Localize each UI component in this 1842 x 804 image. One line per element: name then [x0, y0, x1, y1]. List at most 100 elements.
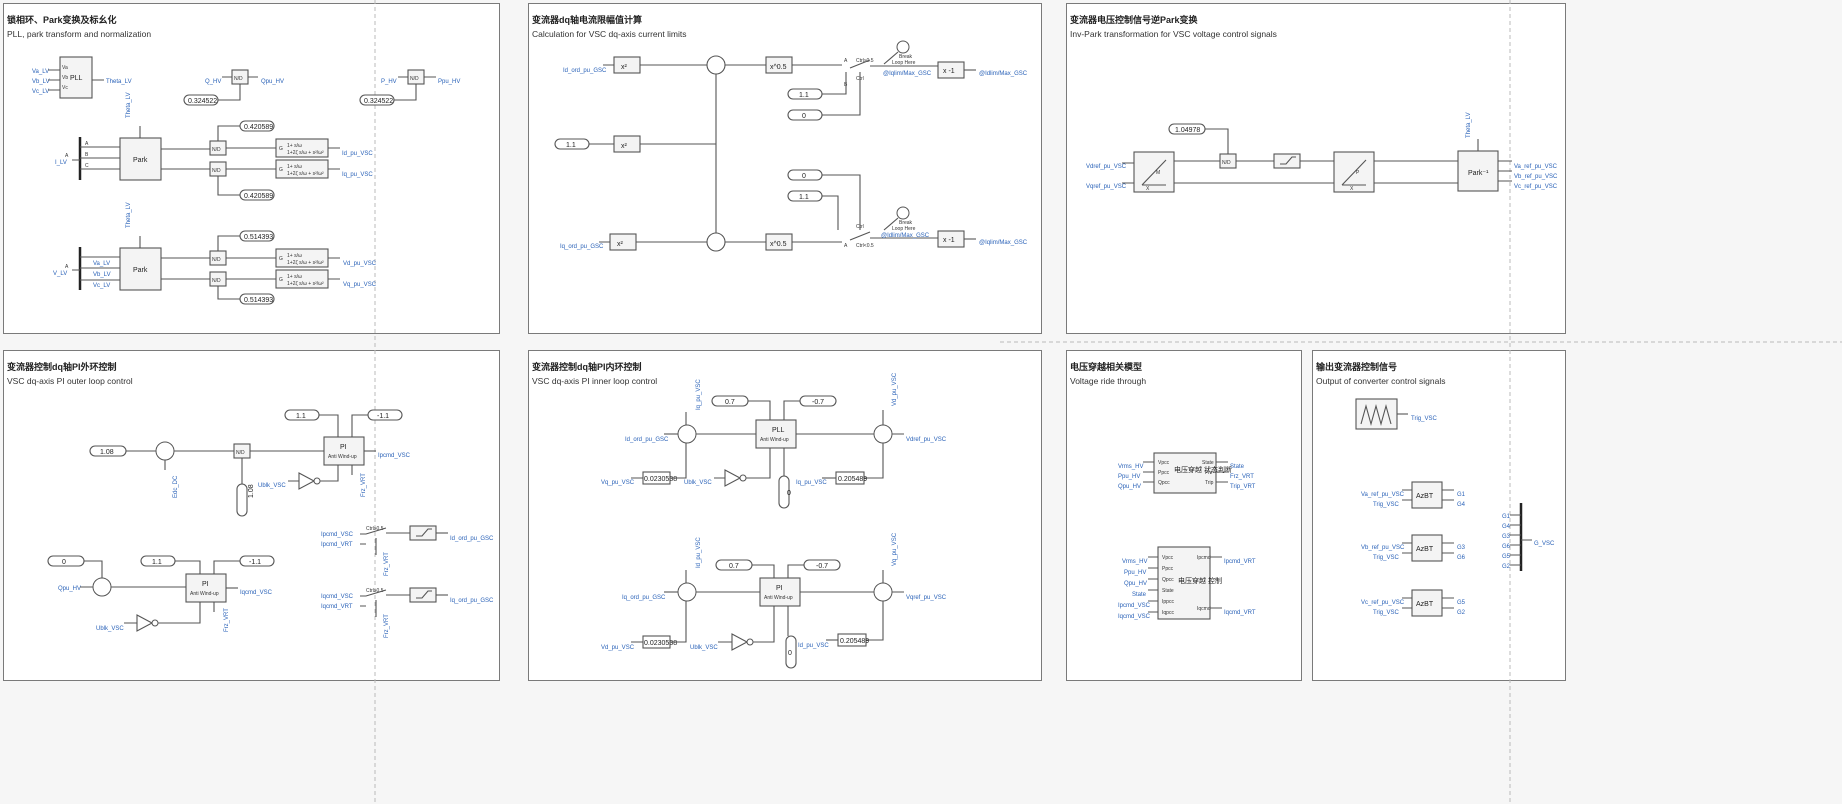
limiter-block[interactable]	[409, 587, 437, 603]
svg-text:N/D: N/D	[1222, 160, 1231, 166]
summing-junction[interactable]	[677, 582, 697, 602]
summing-junction[interactable]	[155, 441, 175, 461]
constant-block[interactable]	[785, 635, 797, 669]
constant-block[interactable]	[787, 88, 823, 100]
svg-text:0.324522: 0.324522	[188, 98, 217, 105]
pi-antiwindup-block[interactable]	[323, 436, 365, 466]
signal-label: Vq_pu_VSC	[343, 282, 377, 288]
signal-label: Frz_VRT	[384, 552, 390, 576]
comparator-block[interactable]: AzBT	[1411, 481, 1443, 509]
summing-junction[interactable]	[677, 424, 697, 444]
panel-subtitle: Voltage ride through	[1070, 376, 1147, 386]
summing-junction[interactable]	[92, 577, 112, 597]
park-block[interactable]	[119, 247, 162, 291]
park-block[interactable]	[119, 137, 162, 181]
svg-text:Break: Break	[899, 54, 913, 60]
svg-text:AzBT: AzBT	[1416, 493, 1434, 500]
signal-label: Vq_pu_VSC	[601, 480, 635, 486]
constant-block[interactable]	[359, 94, 395, 106]
signal-label: Theta_LV	[1466, 112, 1472, 138]
constant-block[interactable]	[183, 94, 219, 106]
pll-block[interactable]: PLL Va Vb Vc	[59, 56, 93, 99]
svg-text:G: G	[279, 256, 283, 262]
summing-junction[interactable]	[873, 424, 893, 444]
summing-junction[interactable]	[706, 232, 726, 252]
signal-label: Vd_pu_VSC	[892, 372, 898, 406]
signal-label: @Idlim/Max_GSC	[979, 71, 1028, 77]
constant-block[interactable]	[47, 555, 85, 567]
signal-label: V_LV	[53, 271, 67, 277]
signal-label: Va_LV	[32, 69, 49, 75]
svg-text:A: A	[844, 243, 848, 249]
pi-antiwindup-block[interactable]	[755, 419, 797, 449]
summing-junction[interactable]	[706, 55, 726, 75]
svg-text:Park⁻¹: Park⁻¹	[1468, 170, 1489, 177]
square-block[interactable]	[613, 135, 641, 153]
svg-text:Vc: Vc	[62, 85, 68, 91]
panel-title: 变流器控制dq轴PI内环控制	[532, 362, 642, 372]
svg-text:1.1: 1.1	[566, 142, 576, 149]
svg-text:0: 0	[787, 490, 791, 497]
svg-text:N/D: N/D	[212, 278, 221, 284]
svg-text:Iqpcc: Iqpcc	[1162, 610, 1174, 616]
signal-label: Iqcmd_VSC	[321, 594, 354, 600]
svg-text:0: 0	[802, 113, 806, 120]
pi-antiwindup-block[interactable]	[185, 573, 227, 603]
svg-text:Ctrl≥0.5: Ctrl≥0.5	[366, 526, 384, 532]
panel-subtitle: Calculation for VSC dq-axis current limi…	[532, 29, 687, 39]
signal-label: Trip_VRT	[1230, 484, 1256, 490]
svg-text:-1.1: -1.1	[377, 413, 389, 420]
signal-label: Iq_pu_VSC	[696, 379, 702, 410]
svg-text:Park: Park	[133, 267, 148, 274]
signal-label: @Iqlim/Max_GSC	[979, 240, 1028, 246]
signal-label: Theta_LV	[126, 92, 132, 118]
limiter-block[interactable]	[409, 525, 437, 541]
signal-label: Va_ref_pu_VSC	[1514, 164, 1558, 170]
panel-outer-loop: 变流器控制dq轴PI外环控制 VSC dq-axis PI outer loop…	[3, 350, 500, 681]
svg-text:PLL: PLL	[70, 75, 83, 82]
signal-label: Vc_LV	[32, 89, 49, 95]
triangle-wave-generator[interactable]	[1355, 398, 1398, 430]
vrt-control-block[interactable]	[1157, 546, 1211, 620]
panel-title: 电压穿越相关模型	[1070, 362, 1143, 372]
signal-label: Iq_pu_VSC	[796, 480, 827, 486]
square-block[interactable]	[613, 56, 641, 74]
pi-antiwindup-block[interactable]	[759, 577, 801, 607]
svg-text:Ctrl<0.5: Ctrl<0.5	[856, 243, 874, 249]
signal-label: Iq_ord_pu_GSC	[450, 598, 494, 604]
svg-text:C: C	[85, 163, 89, 169]
signal-label: State	[1132, 592, 1147, 598]
svg-text:x -1: x -1	[943, 68, 955, 75]
signal-label: @Iqlim/Max_GSC	[883, 71, 932, 77]
panel-subtitle: Output of converter control signals	[1316, 376, 1446, 386]
svg-text:1.04978: 1.04978	[1175, 127, 1200, 134]
svg-text:1.08: 1.08	[248, 484, 255, 498]
svg-text:Iqcmd: Iqcmd	[1197, 606, 1211, 612]
svg-text:1+ s/ω: 1+ s/ω	[287, 274, 302, 280]
svg-text:x²: x²	[621, 64, 628, 71]
limiter-block[interactable]	[1273, 153, 1301, 169]
summing-junction[interactable]	[873, 582, 893, 602]
signal-label: Ipcmd_VRT	[321, 542, 353, 548]
svg-text:1.1: 1.1	[799, 92, 809, 99]
vrt-state-block[interactable]	[1153, 452, 1217, 494]
svg-text:-1.1: -1.1	[249, 559, 261, 566]
constant-block[interactable]	[236, 483, 248, 517]
svg-text:Park: Park	[133, 157, 148, 164]
signal-label: Vqref_pu_VSC	[1086, 184, 1127, 190]
svg-text:G: G	[279, 167, 283, 173]
panel-subtitle: VSC dq-axis PI outer loop control	[7, 376, 133, 386]
svg-text:N/D: N/D	[236, 450, 245, 456]
constant-block[interactable]	[787, 109, 823, 121]
signal-label: Vb_LV	[32, 79, 50, 85]
comparator-block[interactable]: AzBT	[1411, 589, 1443, 617]
constant-block[interactable]	[778, 475, 790, 509]
comparator-block[interactable]: AzBT	[1411, 534, 1443, 562]
svg-text:电压穿越 控制: 电压穿越 控制	[1178, 576, 1222, 585]
signal-label: G6	[1457, 555, 1466, 561]
square-block[interactable]	[609, 233, 637, 251]
svg-text:Loop Here: Loop Here	[892, 60, 916, 66]
panel-title: 输出变流器控制信号	[1316, 362, 1398, 372]
signal-label: Trig_VSC	[1373, 555, 1399, 561]
signal-label: Vdref_pu_VSC	[906, 437, 947, 443]
